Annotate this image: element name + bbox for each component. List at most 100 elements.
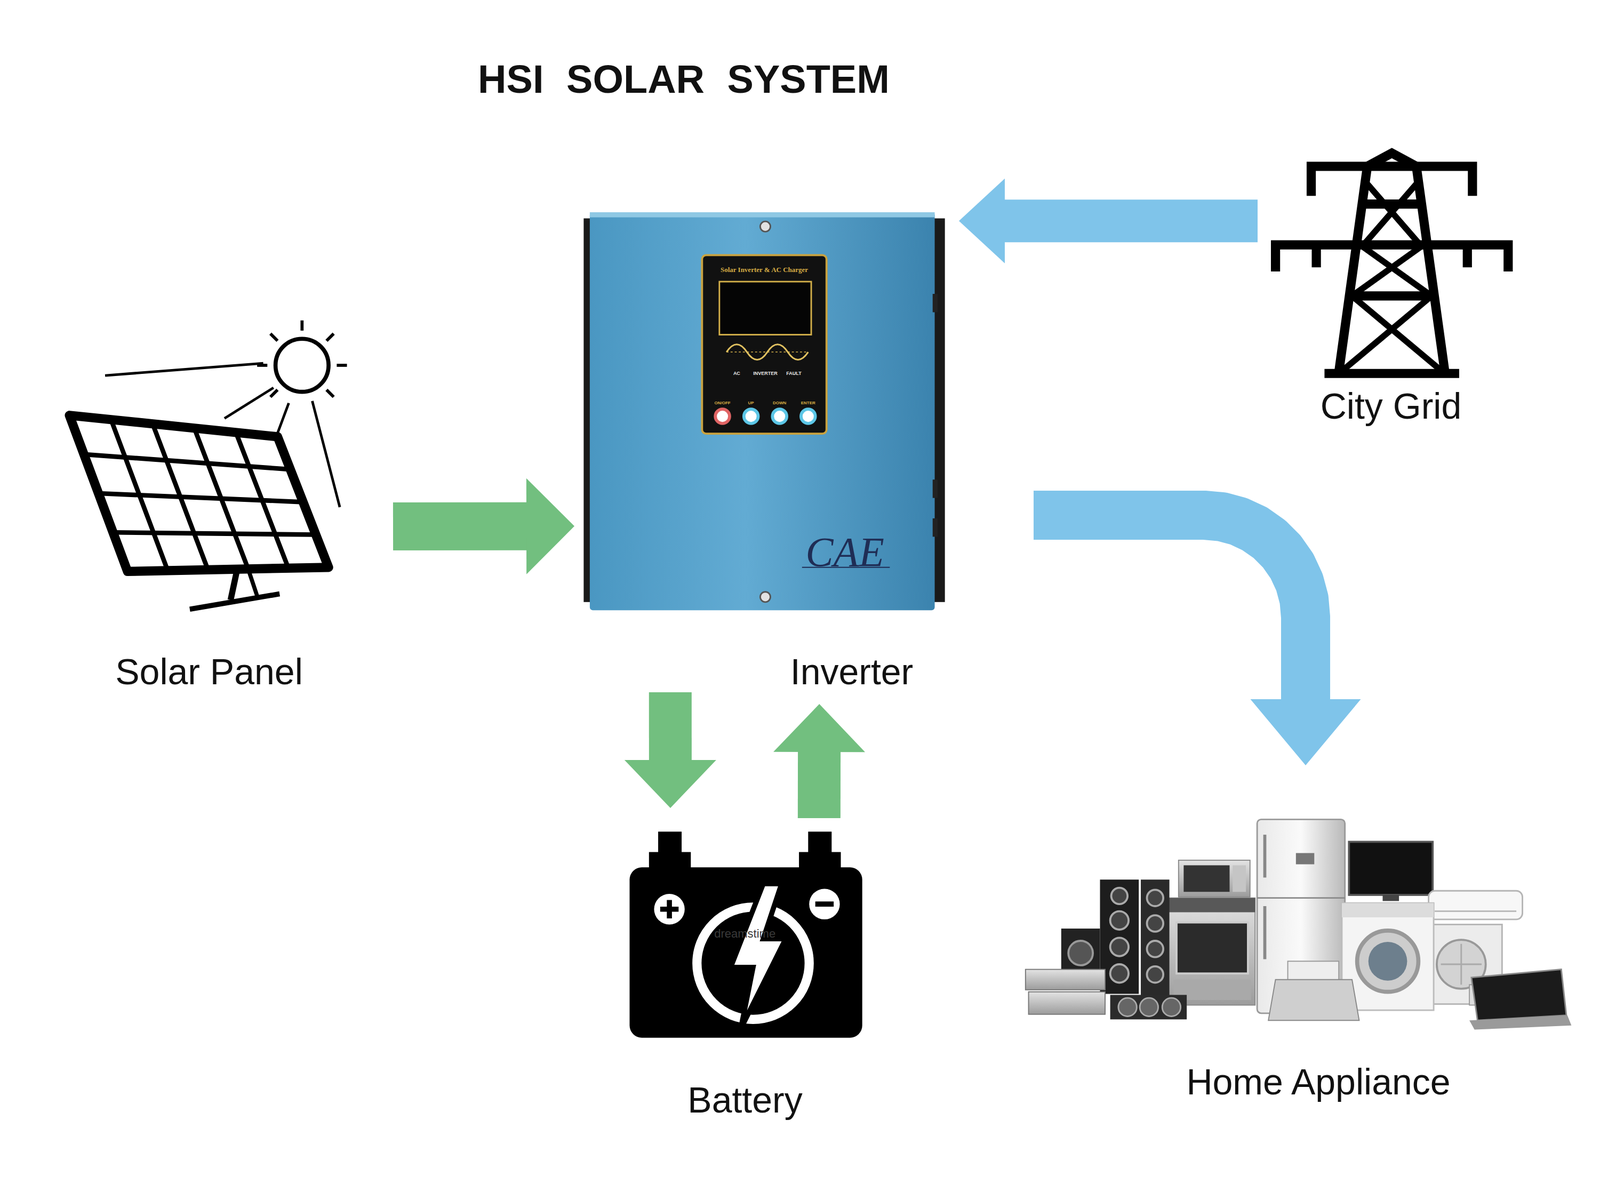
tower-base — [1324, 369, 1460, 379]
arrow-shaft — [797, 751, 841, 819]
washer-window — [1368, 941, 1408, 981]
stereo-unit — [1028, 992, 1106, 1015]
tower-crossarm — [1311, 166, 1473, 196]
washer-panel — [1341, 902, 1434, 918]
grid-line — [113, 532, 316, 535]
tower-lattice — [1344, 296, 1440, 370]
sun-ray — [326, 333, 334, 341]
battery-terminal — [798, 852, 841, 870]
tower-leg — [1338, 166, 1445, 373]
node-label: Inverter — [790, 653, 914, 690]
plus-symbol — [653, 893, 685, 925]
power-tower-icon — [1275, 153, 1509, 374]
status-label: AC — [733, 371, 741, 376]
screw — [760, 221, 771, 232]
illustration-group — [69, 153, 1572, 1038]
plus-symbol — [660, 899, 679, 918]
panel-button — [715, 409, 730, 424]
arrow-shaft — [1004, 199, 1258, 243]
printer-tray — [1288, 961, 1340, 982]
minus-symbol — [815, 901, 834, 907]
grid-line — [98, 493, 304, 502]
speaker-cone — [1110, 964, 1129, 983]
fridge-display — [1296, 852, 1315, 864]
sun-ray — [336, 363, 347, 367]
city-grid-node: City Grid — [1264, 144, 1520, 432]
inverter-unit — [583, 212, 945, 611]
arrow-head — [958, 178, 1005, 264]
light-ray — [312, 401, 340, 508]
front-speakers — [1110, 994, 1187, 1020]
speaker-cone — [1068, 940, 1093, 966]
stereo-unit — [1025, 969, 1106, 990]
arrow-head — [624, 760, 717, 808]
speaker-cone — [1147, 940, 1164, 958]
panel-cell-grid — [83, 419, 316, 571]
vent-slot — [932, 518, 939, 537]
microwave-window — [1183, 865, 1230, 892]
control-panel — [701, 254, 827, 434]
node-label: Home Appliance — [1186, 1063, 1451, 1100]
speaker-cone — [1147, 966, 1164, 983]
speaker-cone — [1162, 997, 1181, 1016]
logo-underline — [802, 566, 891, 568]
printer — [1268, 979, 1359, 1021]
button-label: UP — [748, 401, 755, 406]
lightning-bolt — [730, 883, 786, 1029]
battery-body — [629, 867, 862, 1038]
tower-lattice — [1365, 181, 1419, 244]
arrow-shaft — [649, 692, 692, 761]
sun-ray — [257, 363, 268, 367]
arrow-shaft — [1033, 515, 1306, 700]
panel-button — [772, 409, 787, 424]
panel-button — [801, 409, 816, 424]
stove-controls — [1168, 898, 1256, 913]
tv-screen — [1348, 841, 1433, 895]
microwave-controls — [1232, 865, 1246, 892]
flow-arrow — [1033, 515, 1362, 766]
sun-ray — [300, 320, 304, 331]
battery-terminal — [658, 831, 682, 854]
sine-wave-symbol — [726, 344, 808, 360]
speaker-cone — [1147, 915, 1164, 932]
arrow-head — [1250, 699, 1362, 766]
panel-stand — [249, 571, 258, 596]
diagram-title: HSI SOLAR SYSTEM — [477, 59, 890, 100]
home-appliance-node: Home Appliance — [1013, 800, 1579, 1110]
flow-arrow — [773, 704, 866, 819]
arrow-head — [526, 478, 575, 575]
laptop-screen — [1471, 969, 1567, 1021]
light-ray — [105, 363, 264, 376]
inverter-highlight — [589, 212, 935, 218]
speaker-cone — [1118, 997, 1137, 1016]
arrow-shaft — [393, 502, 527, 551]
sun-ray — [270, 389, 278, 397]
flow-arrow — [958, 178, 1258, 264]
button-label: ENTER — [801, 401, 816, 406]
panel-frame — [69, 415, 329, 572]
home-appliances-illustration — [1025, 819, 1572, 1030]
flow-arrow — [624, 692, 717, 808]
tower-speaker — [1140, 879, 1170, 997]
speaker-cone — [1111, 888, 1128, 905]
node-label: City Grid — [1320, 387, 1462, 424]
panel-heading: Solar Inverter & AC Charger — [720, 266, 808, 274]
vent-slot — [932, 479, 939, 498]
stove — [1168, 898, 1256, 1006]
air-conditioner — [1428, 890, 1523, 920]
watermark: dreamstime — [714, 928, 776, 940]
grid-line — [83, 454, 291, 470]
battery-icon — [629, 831, 862, 1038]
tower-speaker — [1099, 879, 1139, 994]
status-label: INVERTER — [753, 371, 778, 376]
ac-vent — [1434, 910, 1517, 912]
inverter-body — [589, 212, 935, 611]
battery-terminal — [808, 831, 832, 854]
minus-symbol — [809, 888, 840, 919]
light-ray — [224, 387, 274, 419]
panel-stand — [230, 571, 237, 600]
sun-symbol — [275, 338, 329, 392]
fridge-handle — [1263, 834, 1267, 878]
sun-ray — [270, 333, 278, 341]
